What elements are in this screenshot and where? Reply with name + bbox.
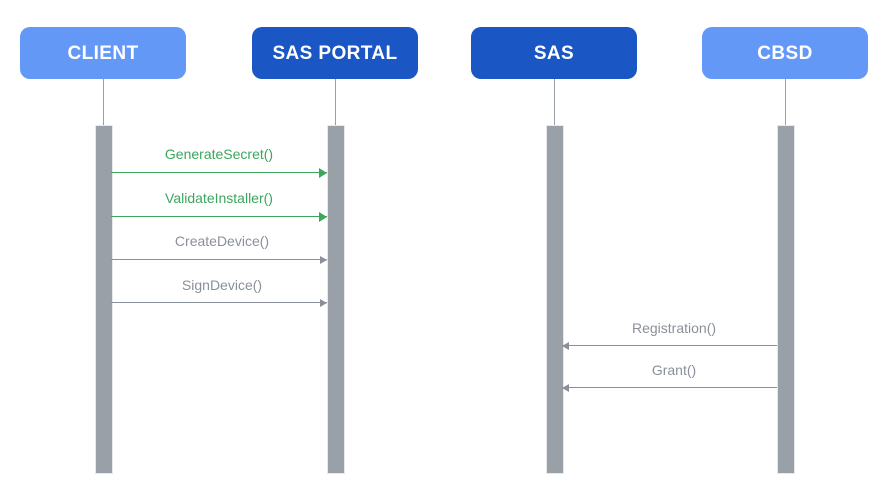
- message-label-generate-secret: GenerateSecret(): [164, 146, 274, 162]
- arrowhead-registration: [562, 341, 569, 350]
- actor-label-sas: SAS: [533, 42, 575, 64]
- arrowhead-create-device: [320, 255, 327, 264]
- actor-box-cbsd[interactable]: CBSD: [702, 27, 868, 79]
- arrowhead-generate-secret: [319, 167, 327, 178]
- actor-label-cbsd: CBSD: [757, 42, 813, 64]
- actor-box-sas[interactable]: SAS: [471, 27, 637, 79]
- message-label-sign-device: SignDevice(): [181, 277, 263, 293]
- activation-bar-client: [95, 125, 113, 474]
- actor-box-sas-portal[interactable]: SAS PORTAL: [252, 27, 418, 79]
- message-label-validate-installer: ValidateInstaller(): [165, 190, 273, 206]
- lifeline-client: [103, 79, 104, 125]
- actor-label-sas-portal: SAS PORTAL: [272, 42, 398, 64]
- message-line-grant: [562, 387, 777, 388]
- activation-bar-sas: [546, 125, 564, 474]
- arrowhead-validate-installer: [319, 211, 327, 222]
- message-line-registration: [562, 345, 777, 346]
- message-label-registration: Registration(): [631, 320, 717, 336]
- activation-bar-sas-portal: [327, 125, 345, 474]
- arrowhead-grant: [562, 383, 569, 392]
- actor-box-client[interactable]: CLIENT: [20, 27, 186, 79]
- message-label-grant: Grant(): [651, 362, 697, 378]
- lifeline-cbsd: [785, 79, 786, 125]
- message-line-validate-installer: [111, 216, 327, 217]
- message-label-create-device: CreateDevice(): [174, 233, 270, 249]
- message-line-generate-secret: [111, 172, 327, 173]
- activation-bar-cbsd: [777, 125, 795, 474]
- message-line-sign-device: [111, 302, 327, 303]
- actor-label-client: CLIENT: [67, 42, 139, 64]
- lifeline-sas-portal: [335, 79, 336, 125]
- message-line-create-device: [111, 259, 327, 260]
- arrowhead-sign-device: [320, 298, 327, 307]
- lifeline-sas: [554, 79, 555, 125]
